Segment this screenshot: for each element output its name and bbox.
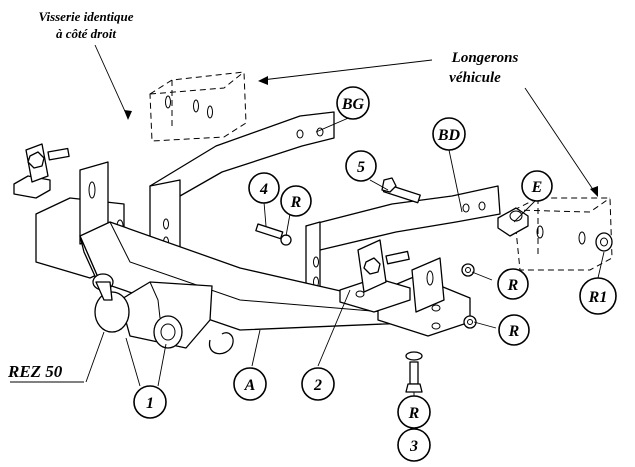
svg-text:4: 4 [259, 181, 268, 198]
model-label: REZ 50 [7, 362, 63, 381]
left-upper-plate [13, 143, 70, 199]
bolt-4 [255, 223, 292, 246]
svg-text:BD: BD [437, 127, 461, 144]
washer-r1 [595, 232, 613, 252]
callout-bd: BD [432, 117, 466, 151]
svg-text:A: A [244, 377, 256, 394]
callout-r1: R1 [579, 277, 617, 315]
svg-text:R: R [408, 405, 420, 422]
callout-4: 4 [248, 172, 280, 204]
svg-text:R1: R1 [588, 289, 608, 306]
callout-r-mid: R [497, 268, 529, 300]
note-longerons-line1: Longerons [451, 50, 519, 66]
vehicle-rail-right-dashed [513, 197, 613, 271]
callout-r-bottom: R [397, 395, 431, 429]
svg-text:5: 5 [357, 159, 365, 176]
svg-text:R: R [507, 277, 519, 294]
vehicle-rail-left-dashed [149, 71, 247, 142]
note-visserie-line1: Visserie identique [39, 9, 134, 24]
callout-2: 2 [301, 367, 335, 401]
svg-text:R: R [508, 323, 520, 340]
callout-r-top: R [280, 185, 312, 217]
svg-text:3: 3 [409, 438, 418, 455]
callout-a: A [233, 367, 267, 401]
callout-r-low: R [498, 314, 530, 346]
callout-e: E [521, 170, 553, 202]
svg-text:R: R [290, 194, 302, 211]
svg-text:1: 1 [146, 395, 154, 412]
svg-text:E: E [531, 179, 543, 196]
callout-leaders [85, 115, 605, 396]
note-longerons-line2: véhicule [449, 70, 501, 86]
svg-text:BG: BG [341, 96, 365, 113]
washer-r-right-upper [461, 263, 475, 277]
callout-1: 1 [133, 385, 167, 419]
washer-r-right-lower [463, 315, 477, 329]
bolt-3 [405, 351, 423, 393]
callout-5: 5 [345, 150, 377, 182]
callout-bg: BG [336, 86, 370, 120]
right-center-bracket [339, 239, 445, 313]
tow-ball-assembly [92, 273, 234, 355]
note-visserie-line2: à côté droit [56, 26, 116, 41]
callout-3: 3 [397, 428, 431, 462]
annotation-arrows [94, 44, 598, 197]
svg-text:2: 2 [313, 377, 322, 394]
